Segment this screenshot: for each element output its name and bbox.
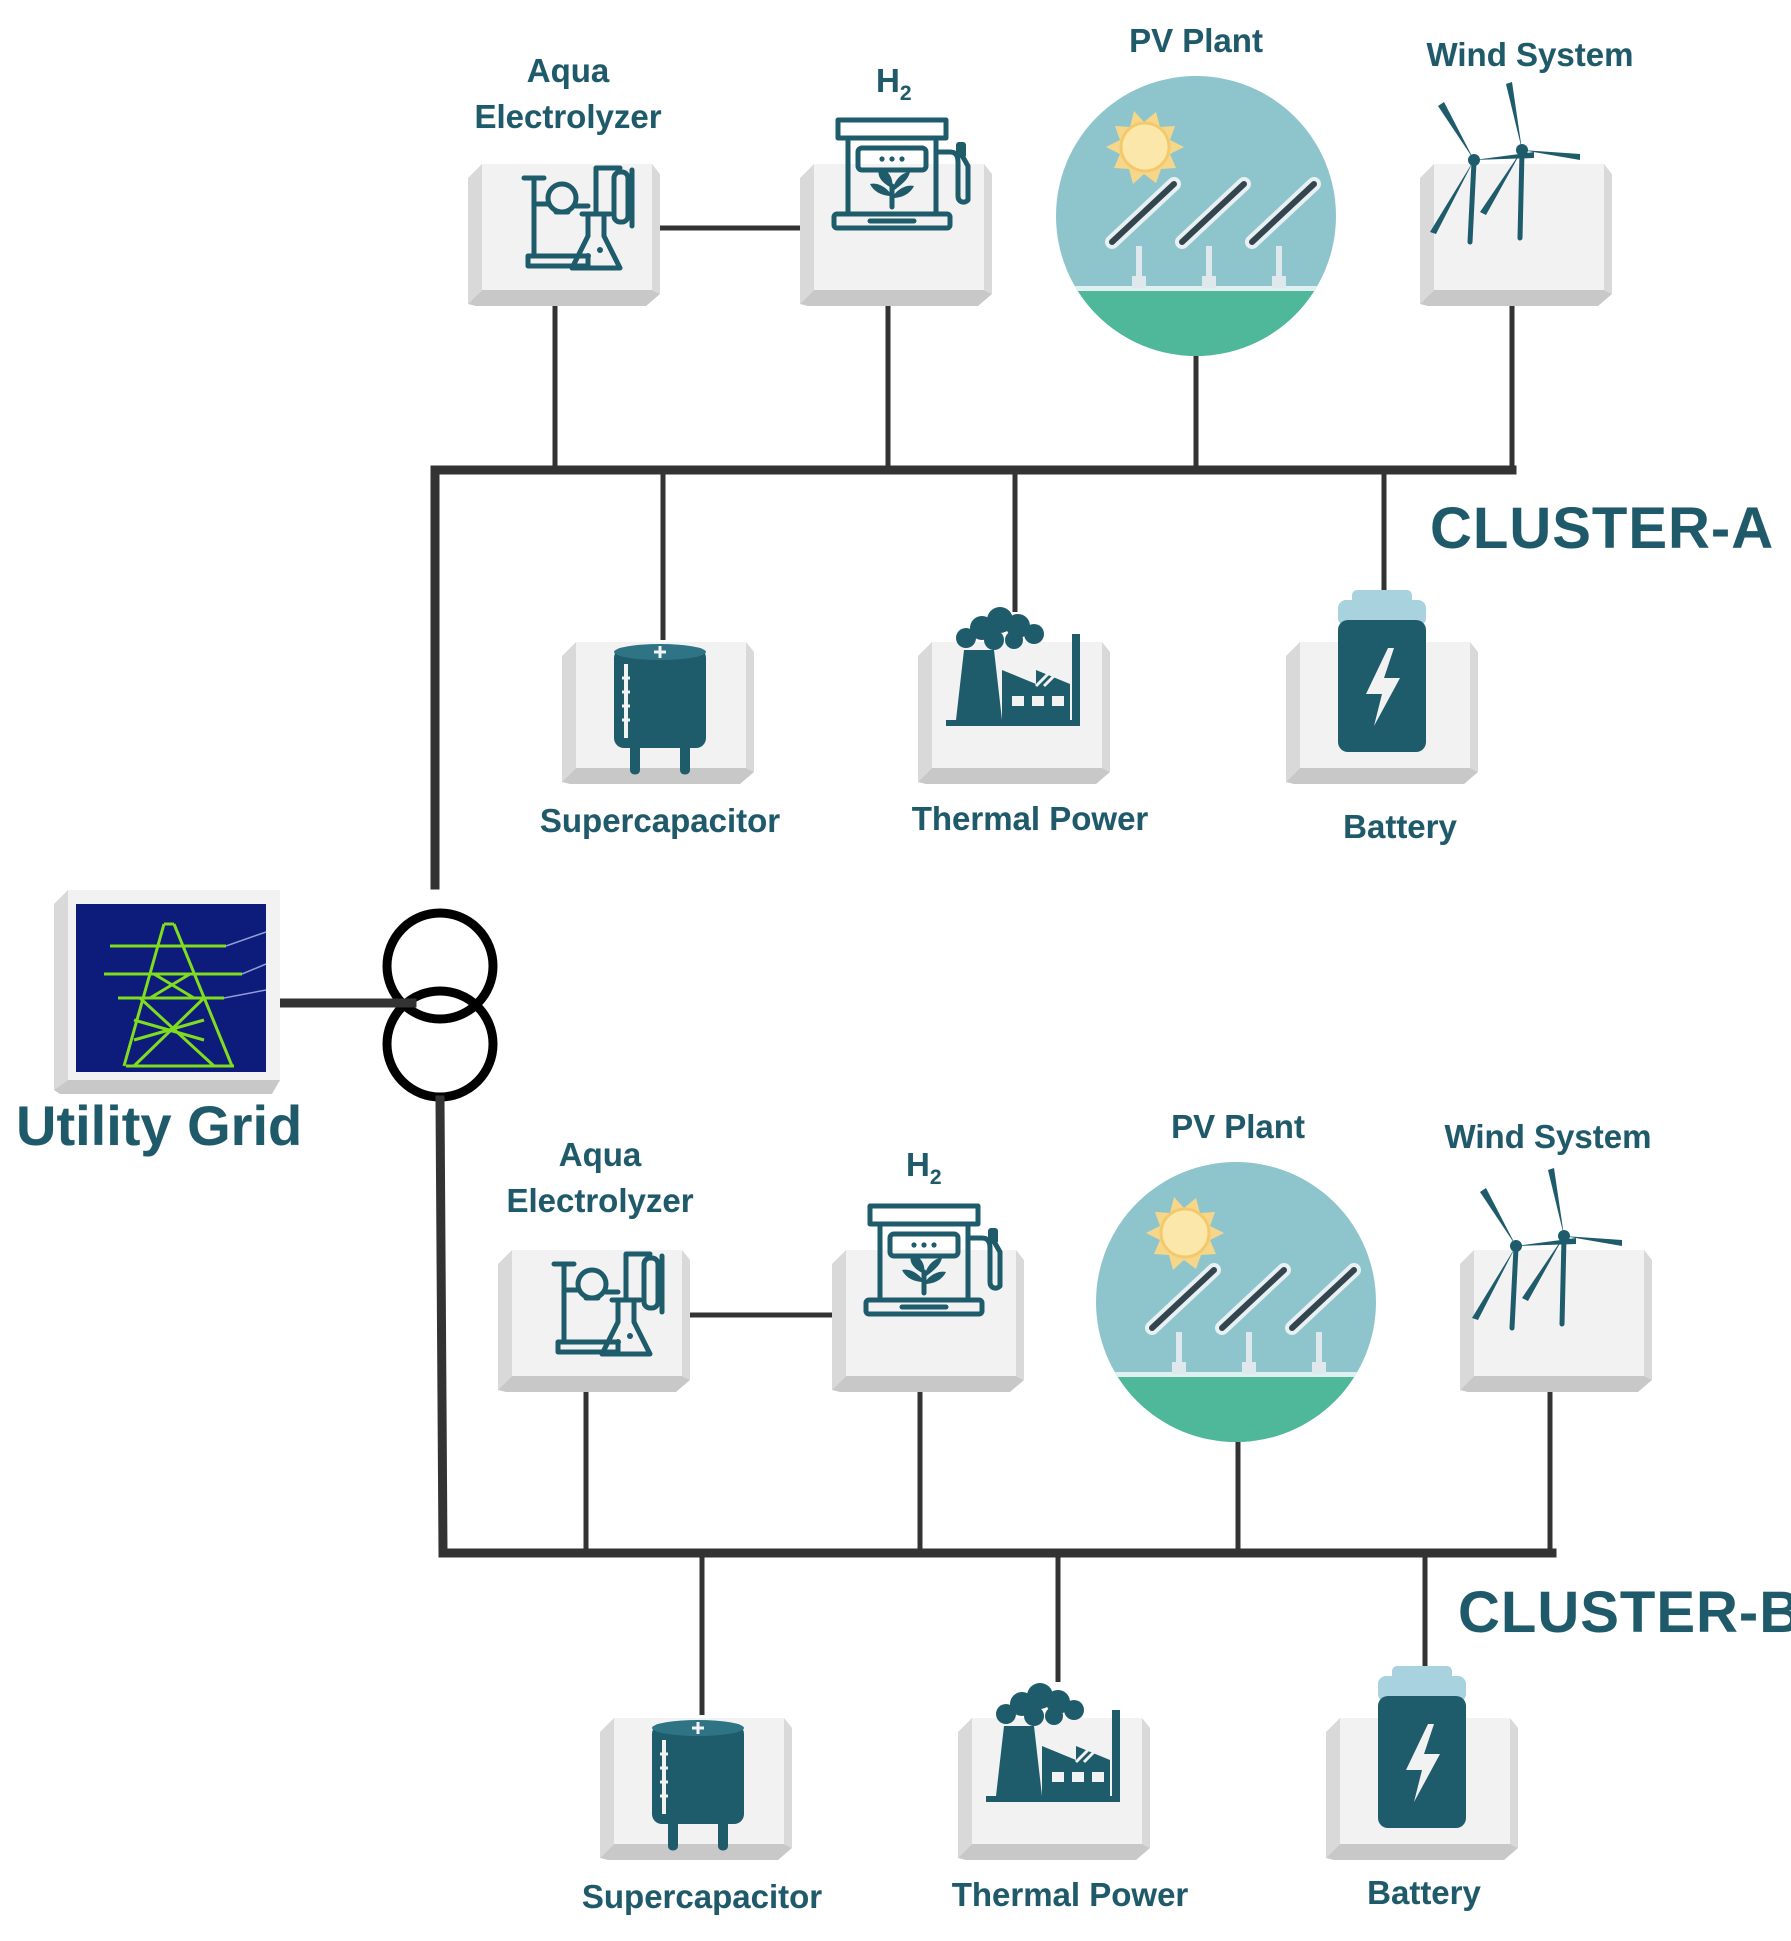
supercapacitor-a bbox=[562, 642, 754, 784]
transmission-tower-icon bbox=[76, 904, 267, 1072]
battery-b bbox=[1326, 1666, 1518, 1860]
cluster-b-riser bbox=[435, 1095, 448, 1558]
thermal-a-label: Thermal Power bbox=[912, 800, 1149, 837]
h2-station-a bbox=[800, 120, 992, 306]
cluster-b-label: CLUSTER-B bbox=[1458, 1580, 1791, 1645]
battery-icon bbox=[1338, 590, 1426, 752]
electrolyzer-b-label-line2: Electrolyzer bbox=[506, 1182, 693, 1219]
electrolyzer-a bbox=[468, 164, 660, 306]
h2-a-label: H2 bbox=[876, 62, 912, 105]
pv-plant-b bbox=[1096, 1162, 1376, 1444]
h2-station-b bbox=[832, 1206, 1024, 1392]
thermal-b-label: Thermal Power bbox=[952, 1876, 1189, 1913]
pv-b-label: PV Plant bbox=[1171, 1108, 1305, 1145]
pv-a-label: PV Plant bbox=[1129, 22, 1263, 59]
thermal-power-a bbox=[918, 605, 1110, 784]
electrolyzer-a-label-line1: Aqua bbox=[527, 52, 610, 89]
supercap-a-label: Supercapacitor bbox=[540, 802, 780, 839]
utility-grid bbox=[54, 890, 280, 1094]
wind-b-label: Wind System bbox=[1445, 1118, 1652, 1155]
supercap-b-label: Supercapacitor bbox=[582, 1878, 822, 1915]
electrolyzer-a-label-line2: Electrolyzer bbox=[474, 98, 661, 135]
electrolyzer-b bbox=[498, 1250, 690, 1392]
solar-panel-icon bbox=[1056, 76, 1336, 358]
wind-a-label: Wind System bbox=[1427, 36, 1634, 73]
thermal-power-b bbox=[958, 1681, 1150, 1860]
cluster-a-label: CLUSTER-A bbox=[1430, 496, 1774, 561]
wind-system-a bbox=[1420, 82, 1612, 306]
supercapacitor-b bbox=[600, 1718, 792, 1860]
utility-grid-label: Utility Grid bbox=[16, 1094, 302, 1157]
cluster-b: Aqua Electrolyzer H2 PV Plant Wind Syste… bbox=[435, 1095, 1791, 1915]
h2-b-label: H2 bbox=[906, 1146, 942, 1189]
battery-a-label: Battery bbox=[1343, 808, 1457, 845]
solar-panel-icon bbox=[1096, 1162, 1376, 1444]
battery-icon bbox=[1378, 1666, 1466, 1828]
battery-a bbox=[1286, 590, 1478, 784]
cluster-a: Aqua Electrolyzer H2 PV Plant Wind Syste… bbox=[430, 22, 1774, 890]
battery-b-label: Battery bbox=[1367, 1874, 1481, 1911]
electrolyzer-b-label-line1: Aqua bbox=[559, 1136, 642, 1173]
pv-plant-a bbox=[1056, 76, 1336, 358]
wind-system-b bbox=[1460, 1168, 1652, 1392]
